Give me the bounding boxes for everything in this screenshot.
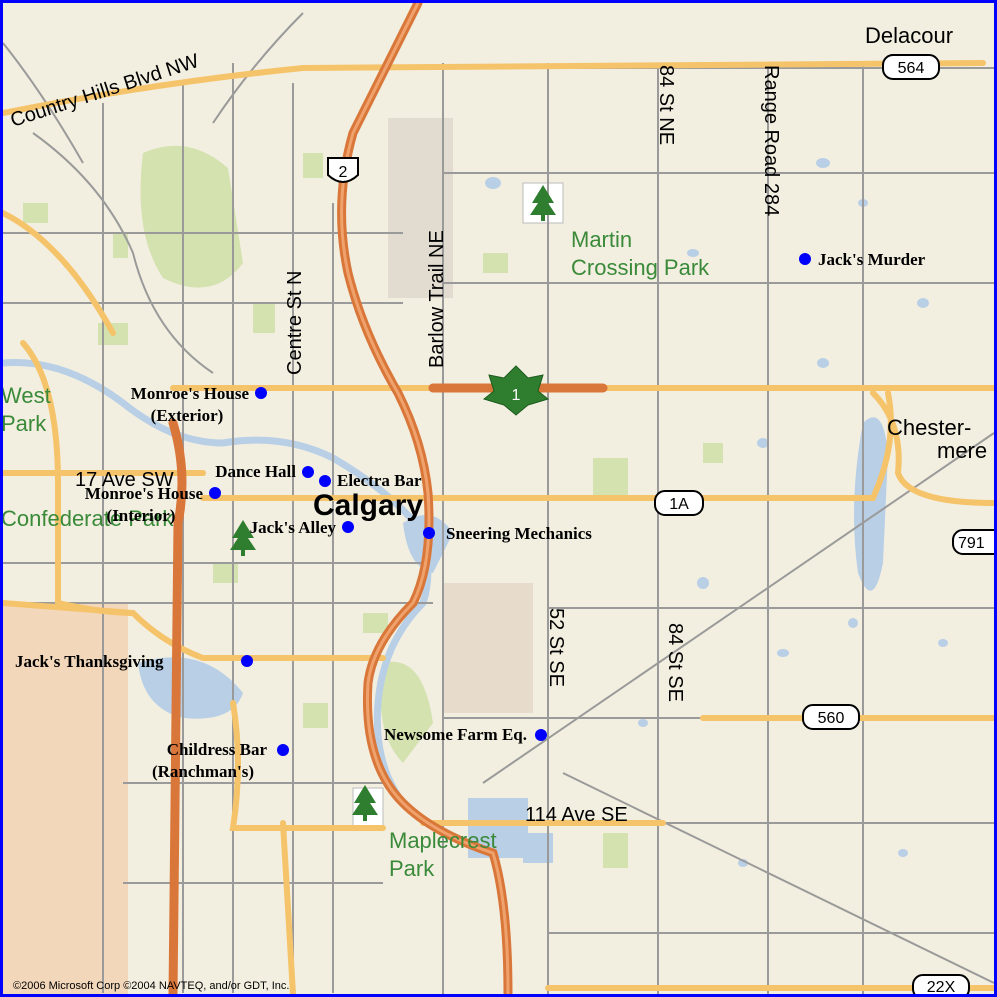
- west-park-label-2: Park: [3, 411, 47, 436]
- calgary-map[interactable]: Country Hills Blvd NW Centre St N Barlow…: [3, 3, 994, 994]
- svg-text:Electra Bar: Electra Bar: [337, 471, 422, 490]
- tree-icon: [530, 185, 556, 221]
- chestermere-label-1: Chester-: [887, 415, 971, 440]
- svg-text:(Exterior): (Exterior): [151, 406, 224, 425]
- copyright-notice: ©2006 Microsoft Corp ©2004 NAVTEQ, and/o…: [13, 980, 289, 992]
- martin-park-label-2: Crossing Park: [571, 255, 710, 280]
- range-road-label: Range Road 284: [760, 65, 782, 216]
- 17-ave-label: 17 Ave SW: [75, 469, 174, 491]
- shield-791: 791: [952, 529, 994, 555]
- svg-text:Monroe's House: Monroe's House: [85, 484, 204, 503]
- shield-22x: 22X: [912, 974, 970, 994]
- svg-text:Jack's Murder: Jack's Murder: [818, 250, 926, 269]
- marker-monroe-exterior[interactable]: Monroe's House (Exterior): [131, 384, 267, 425]
- delacour-label: Delacour: [865, 23, 953, 48]
- tree-icon: [230, 520, 256, 556]
- tree-icon: [352, 785, 378, 821]
- svg-text:560: 560: [818, 710, 845, 727]
- svg-text:Dance Hall: Dance Hall: [215, 462, 296, 481]
- svg-text:22X: 22X: [927, 979, 956, 994]
- svg-text:Jack's Thanksgiving: Jack's Thanksgiving: [15, 652, 164, 671]
- arterial-roads: [3, 60, 994, 994]
- west-park-label-1: West: [3, 383, 51, 408]
- marker-sneering-mechanics[interactable]: Sneering Mechanics: [423, 524, 592, 543]
- svg-text:2: 2: [339, 164, 348, 181]
- maple-park-label-2: Park: [389, 856, 435, 881]
- city-label: Calgary: [313, 489, 423, 522]
- reserve-area: [3, 603, 128, 994]
- tree-icons: [230, 185, 556, 821]
- martin-park-label-1: Martin: [571, 227, 632, 252]
- marker-childress-bar[interactable]: Childress Bar (Ranchman's): [152, 740, 289, 781]
- south-park-label: Confederate Park: [3, 506, 174, 531]
- svg-text:564: 564: [898, 60, 925, 77]
- marker-jacks-thanksgiving[interactable]: Jack's Thanksgiving: [15, 652, 253, 671]
- svg-text:1A: 1A: [669, 496, 689, 513]
- shield-564: 564: [882, 54, 940, 80]
- park-patches: [23, 153, 723, 868]
- shield-2: 2: [327, 157, 359, 183]
- svg-text:(Ranchman's): (Ranchman's): [152, 762, 254, 781]
- highway-2-centerline: [340, 3, 510, 994]
- marker-jacks-murder[interactable]: Jack's Murder: [799, 250, 926, 269]
- chestermere-label-2: mere: [937, 438, 987, 463]
- shield-560: 560: [802, 704, 860, 730]
- 114-ave-label: 114 Ave SE: [525, 804, 628, 826]
- maple-park-label-1: Maplecrest: [389, 828, 497, 853]
- shield-1a: 1A: [654, 490, 704, 516]
- 84-st-ne-label: 84 St NE: [655, 65, 677, 145]
- svg-text:Childress Bar: Childress Bar: [167, 740, 268, 759]
- svg-text:(Interior): (Interior): [107, 506, 176, 525]
- svg-text:791: 791: [958, 535, 985, 552]
- industrial-area: [443, 583, 533, 713]
- minor-roads: [3, 12, 994, 994]
- marker-newsome-farm[interactable]: Newsome Farm Eq.: [384, 725, 547, 744]
- centre-st-label: Centre St N: [284, 271, 306, 375]
- marker-jacks-alley[interactable]: Jack's Alley: [250, 518, 354, 537]
- shield-1: 1: [482, 365, 550, 416]
- svg-text:Monroe's House: Monroe's House: [131, 384, 250, 403]
- svg-text:1: 1: [512, 387, 521, 404]
- marker-monroe-interior[interactable]: Monroe's House (Interior): [85, 484, 221, 525]
- nose-hill-park: [140, 145, 243, 288]
- 52-st-se-label: 52 St SE: [545, 608, 567, 687]
- svg-text:Jack's Alley: Jack's Alley: [250, 518, 337, 537]
- 84-st-se-label: 84 St SE: [664, 623, 686, 702]
- barlow-trail-label: Barlow Trail NE: [426, 230, 448, 368]
- marker-electra-bar[interactable]: Electra Bar: [319, 471, 422, 490]
- svg-text:Sneering Mechanics: Sneering Mechanics: [446, 524, 592, 543]
- bow-river: [3, 359, 432, 806]
- svg-text:Newsome Farm Eq.: Newsome Farm Eq.: [384, 725, 527, 744]
- marker-dance-hall[interactable]: Dance Hall: [215, 462, 314, 481]
